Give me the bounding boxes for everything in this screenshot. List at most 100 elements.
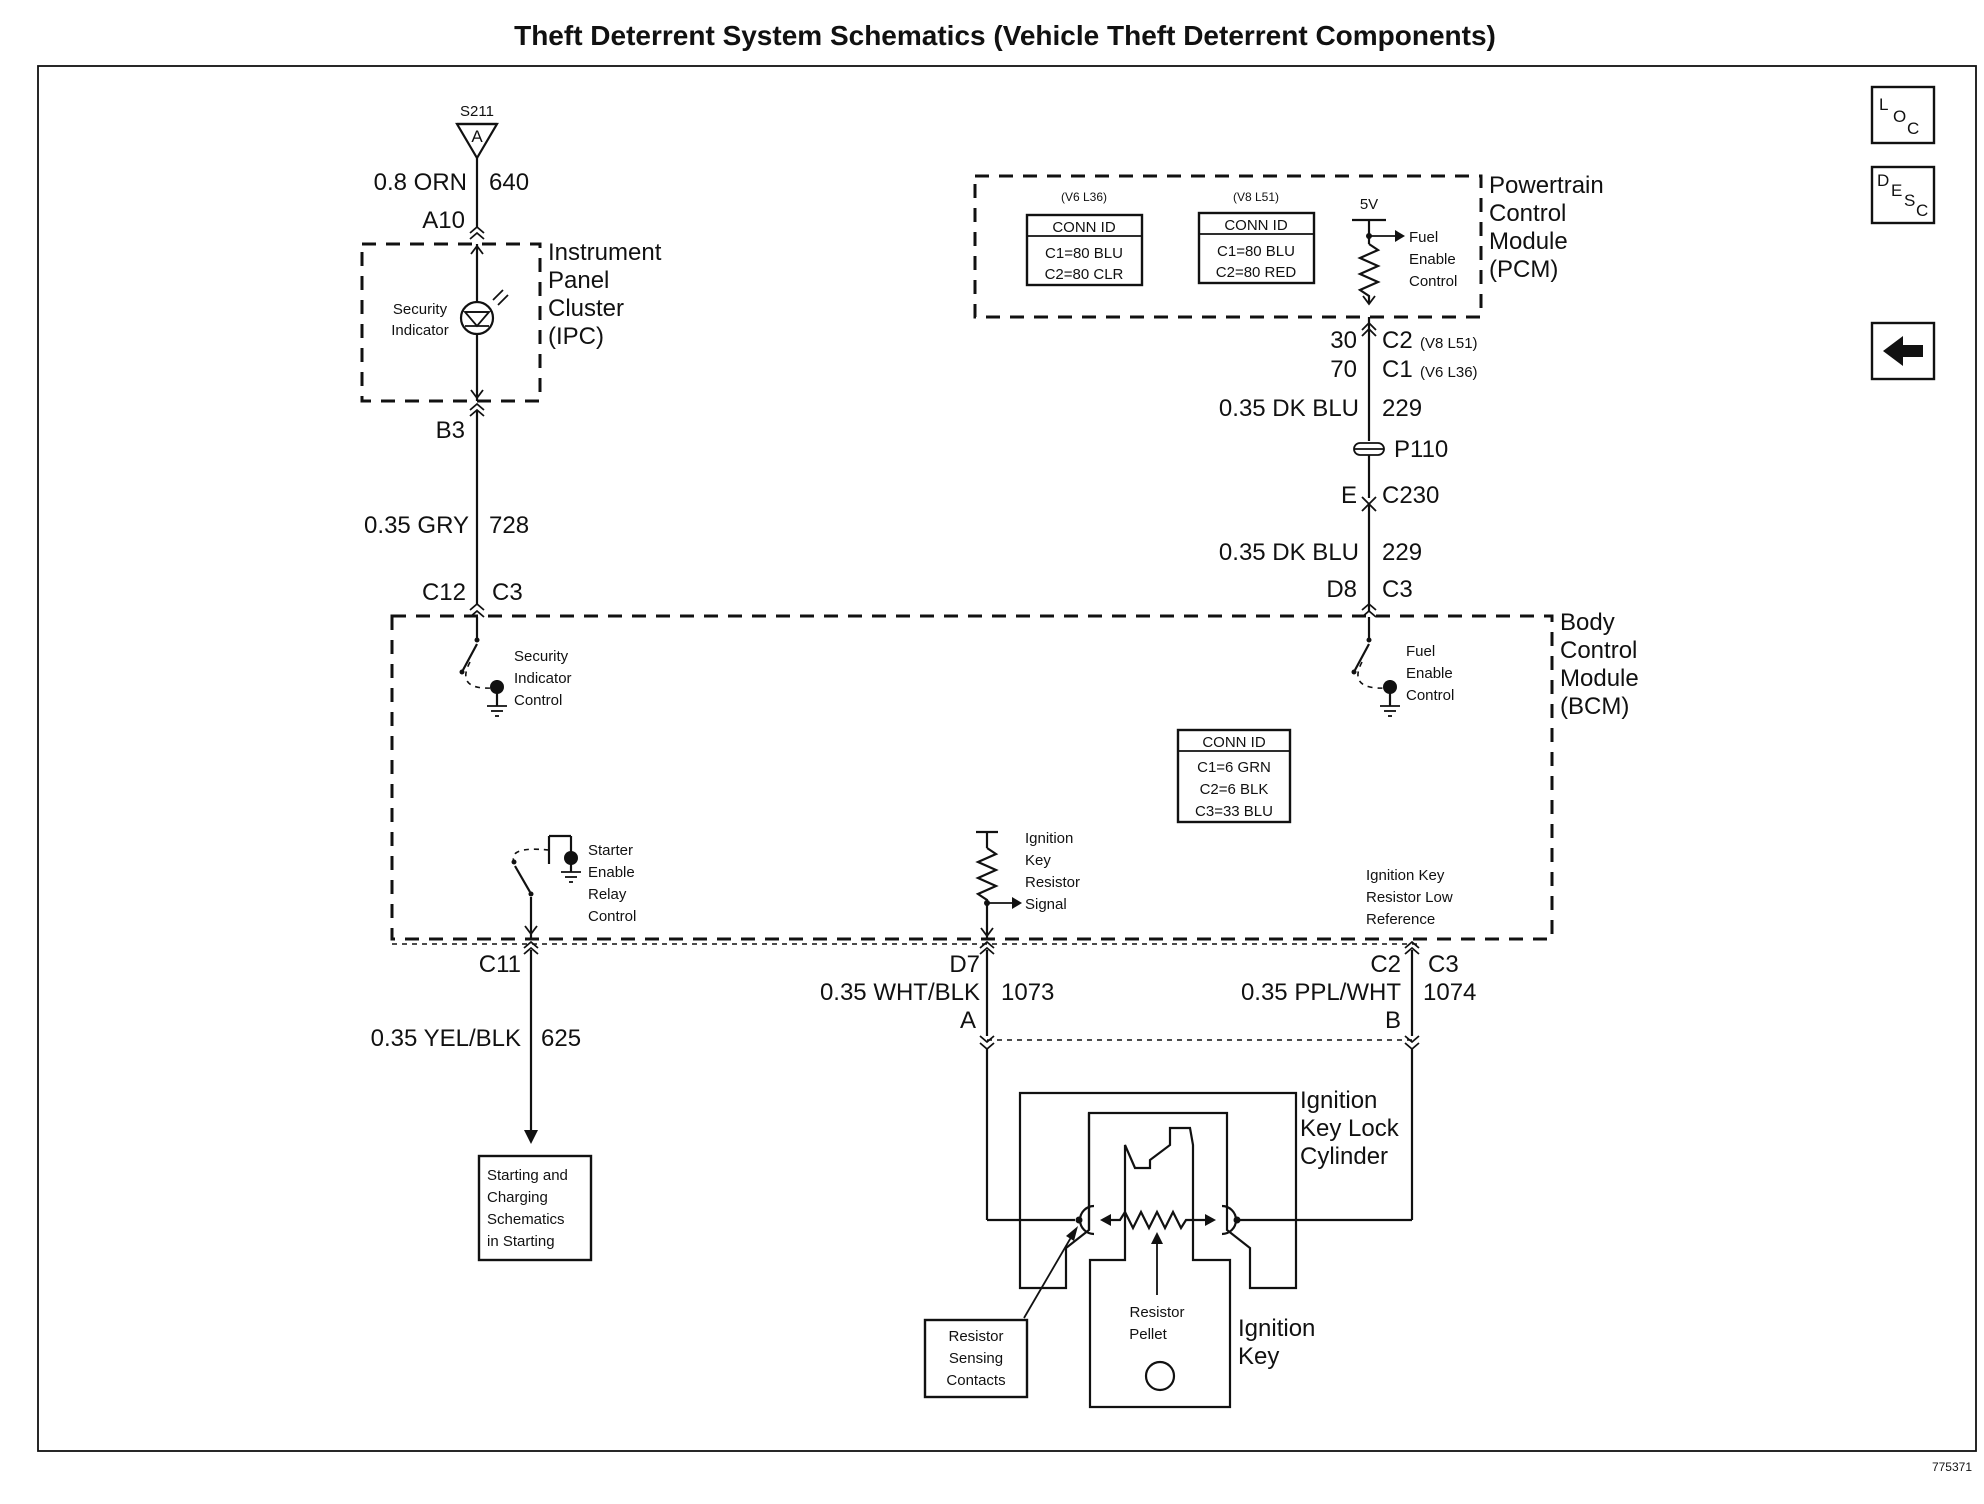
svg-text:Enable: Enable	[588, 864, 635, 881]
bcm-pin-d8: D8	[1326, 576, 1357, 603]
svg-text:Key: Key	[1238, 1343, 1279, 1370]
svg-text:(V8 L51): (V8 L51)	[1420, 335, 1478, 352]
bcm-conn-id: CONN ID C1=6 GRN C2=6 BLK C3=33 BLU	[1176, 728, 1292, 824]
bcm-conn-c3-left: C3	[492, 579, 523, 606]
wire-625-circuit: 625	[541, 1025, 581, 1052]
svg-text:Control: Control	[1409, 273, 1457, 290]
schematic-frame	[37, 65, 1977, 1452]
security-indicator-control-label: Security Indicator Control	[514, 648, 572, 709]
desc-button[interactable]: D E S C	[1870, 165, 1936, 225]
c230-pin-e: E	[1341, 482, 1357, 509]
svg-text:C1=80 BLU: C1=80 BLU	[1217, 243, 1295, 260]
svg-text:Contacts: Contacts	[946, 1372, 1005, 1389]
loc-button[interactable]: L O C	[1870, 85, 1936, 145]
svg-text:(V8 L51): (V8 L51)	[1233, 190, 1279, 204]
svg-text:Resistor: Resistor	[1129, 1304, 1184, 1321]
pcm-module-box	[973, 174, 1483, 319]
svg-text:Pellet: Pellet	[1129, 1326, 1167, 1343]
left-arrow-icon	[1883, 336, 1923, 366]
svg-text:Security: Security	[514, 648, 569, 665]
svg-text:S: S	[1904, 191, 1915, 210]
svg-text:Body: Body	[1560, 609, 1615, 636]
svg-text:(BCM): (BCM)	[1560, 693, 1629, 720]
connector-c12	[469, 602, 485, 611]
ipc-name: Instrument Panel Cluster (IPC)	[548, 239, 662, 350]
svg-text:(PCM): (PCM)	[1489, 256, 1558, 283]
ipc-pin-b3: B3	[436, 417, 465, 444]
svg-text:Cylinder: Cylinder	[1300, 1143, 1388, 1170]
bcm-pin-c12: C12	[422, 579, 466, 606]
svg-text:Module: Module	[1489, 228, 1568, 255]
key-resistor-icon	[1105, 1209, 1212, 1231]
bcm-fuel-enable-label: Fuel Enable Control	[1406, 643, 1454, 704]
figure-number: 775371	[1932, 1460, 1972, 1474]
contacts-callout-line	[1023, 1233, 1074, 1319]
connector-b3	[469, 402, 485, 411]
svg-text:P110: P110	[1394, 436, 1448, 463]
svg-text:C3=33 BLU: C3=33 BLU	[1195, 803, 1273, 820]
svg-text:C: C	[1907, 119, 1919, 138]
starting-charging-schematics-link[interactable]: Starting and Charging Schematics in Star…	[477, 1154, 593, 1262]
lock-pin-b: B	[1385, 1007, 1401, 1034]
wire-640-circuit: 640	[489, 169, 529, 196]
svg-text:Enable: Enable	[1409, 251, 1456, 268]
ignition-key	[1088, 1126, 1232, 1409]
splice-pack-p110: P110	[1353, 436, 1448, 463]
pcm-resistor-icon	[1357, 243, 1381, 304]
svg-text:(V6 L36): (V6 L36)	[1061, 190, 1107, 204]
arrow-right-icon	[1395, 230, 1405, 242]
wire-229-bottom-gauge: 0.35 DK BLU	[1219, 539, 1359, 566]
svg-text:Starter: Starter	[588, 842, 633, 859]
svg-text:Ignition: Ignition	[1238, 1315, 1315, 1342]
pcm-fuel-enable-label: Fuel Enable Control	[1409, 229, 1457, 290]
page-title: Theft Deterrent System Schematics (Vehic…	[514, 20, 1496, 51]
bcm-conn-c3-right: C3	[1382, 576, 1413, 603]
svg-text:Indicator: Indicator	[391, 322, 449, 339]
svg-text:Starting and: Starting and	[487, 1167, 568, 1184]
svg-text:Control: Control	[588, 908, 636, 925]
svg-text:Instrument: Instrument	[548, 239, 662, 266]
starter-enable-relay-switch	[511, 834, 581, 938]
svg-text:Resistor: Resistor	[1025, 874, 1080, 891]
pcm-5v-label: 5V	[1360, 196, 1378, 213]
svg-text:Ignition: Ignition	[1025, 830, 1073, 847]
ignition-key-resistor-signal-label: Ignition Key Resistor Signal	[1025, 830, 1080, 913]
resistor-pellet-label: Resistor Pellet	[1129, 1304, 1184, 1343]
svg-text:Sensing: Sensing	[949, 1350, 1003, 1367]
ignition-key-label: Ignition Key	[1238, 1315, 1315, 1370]
svg-text:CONN ID: CONN ID	[1202, 734, 1266, 751]
svg-text:Control: Control	[514, 692, 562, 709]
back-button[interactable]	[1870, 321, 1936, 381]
svg-text:C1=6 GRN: C1=6 GRN	[1197, 759, 1271, 776]
svg-text:C: C	[1916, 201, 1928, 220]
svg-text:Control: Control	[1406, 687, 1454, 704]
svg-text:Control: Control	[1560, 637, 1637, 664]
wire-728-gauge: 0.35 GRY	[364, 512, 469, 539]
bcm-pin-d7: D7	[949, 951, 980, 978]
security-indicator-label: Security Indicator	[391, 301, 449, 339]
pcm-conn-id-v8: (V8 L51) CONN ID C1=80 BLU C2=80 RED	[1197, 190, 1316, 285]
svg-text:Fuel: Fuel	[1409, 229, 1438, 246]
svg-text:Module: Module	[1560, 665, 1639, 692]
wire-1073-circuit: 1073	[1001, 979, 1054, 1006]
svg-text:C2=6 BLK: C2=6 BLK	[1200, 781, 1269, 798]
svg-text:D: D	[1877, 171, 1889, 190]
ignition-key-resistor-signal	[975, 830, 1022, 938]
svg-text:C2=80 RED: C2=80 RED	[1216, 264, 1297, 281]
svg-text:S211: S211	[460, 103, 494, 120]
svg-text:Cluster: Cluster	[548, 295, 624, 322]
svg-text:Schematics: Schematics	[487, 1211, 565, 1228]
svg-text:C1: C1	[1382, 356, 1413, 383]
svg-text:70: 70	[1330, 356, 1357, 383]
svg-text:Enable: Enable	[1406, 665, 1453, 682]
bcm-resistor-icon	[975, 847, 999, 938]
svg-text:Resistor Low: Resistor Low	[1366, 889, 1453, 906]
svg-text:C1=80 BLU: C1=80 BLU	[1045, 245, 1123, 262]
ipc-module-box	[360, 242, 542, 403]
security-indicator-led-icon	[459, 289, 509, 336]
wire-625-gauge: 0.35 YEL/BLK	[371, 1025, 521, 1052]
svg-text:30: 30	[1330, 327, 1357, 354]
svg-text:Powertrain: Powertrain	[1489, 172, 1604, 199]
svg-text:Security: Security	[393, 301, 448, 318]
